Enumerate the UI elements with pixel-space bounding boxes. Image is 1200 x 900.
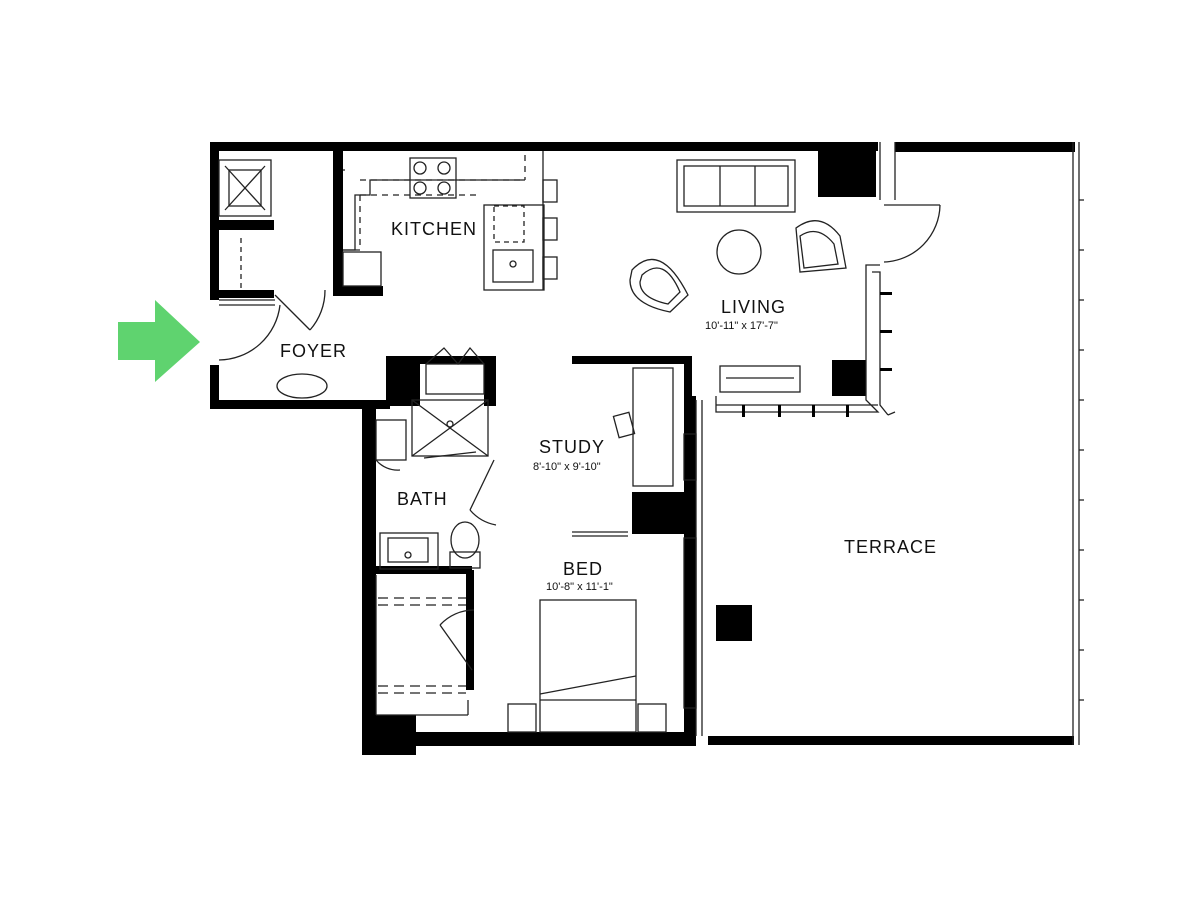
room-label-kitchen: KITCHEN — [391, 219, 478, 239]
room-dimensions-bed: 10'-8" x 11'-1" — [546, 581, 613, 593]
room-label-bed: BED — [563, 559, 604, 579]
room-label-study: STUDY — [539, 437, 606, 457]
entry-arrow-icon — [118, 300, 200, 382]
room-label-terrace: TERRACE — [844, 537, 938, 557]
interior-lines — [218, 142, 1084, 745]
railing-posts — [742, 292, 892, 417]
room-label-foyer: FOYER — [280, 341, 348, 361]
room-label-living: LIVING — [721, 297, 787, 317]
room-dimensions-study: 8'-10" x 9'-10" — [533, 461, 601, 473]
room-dimensions-living: 10'-11" x 17'-7" — [705, 320, 778, 332]
walls — [210, 142, 1075, 755]
room-label-bath: BATH — [397, 489, 448, 509]
